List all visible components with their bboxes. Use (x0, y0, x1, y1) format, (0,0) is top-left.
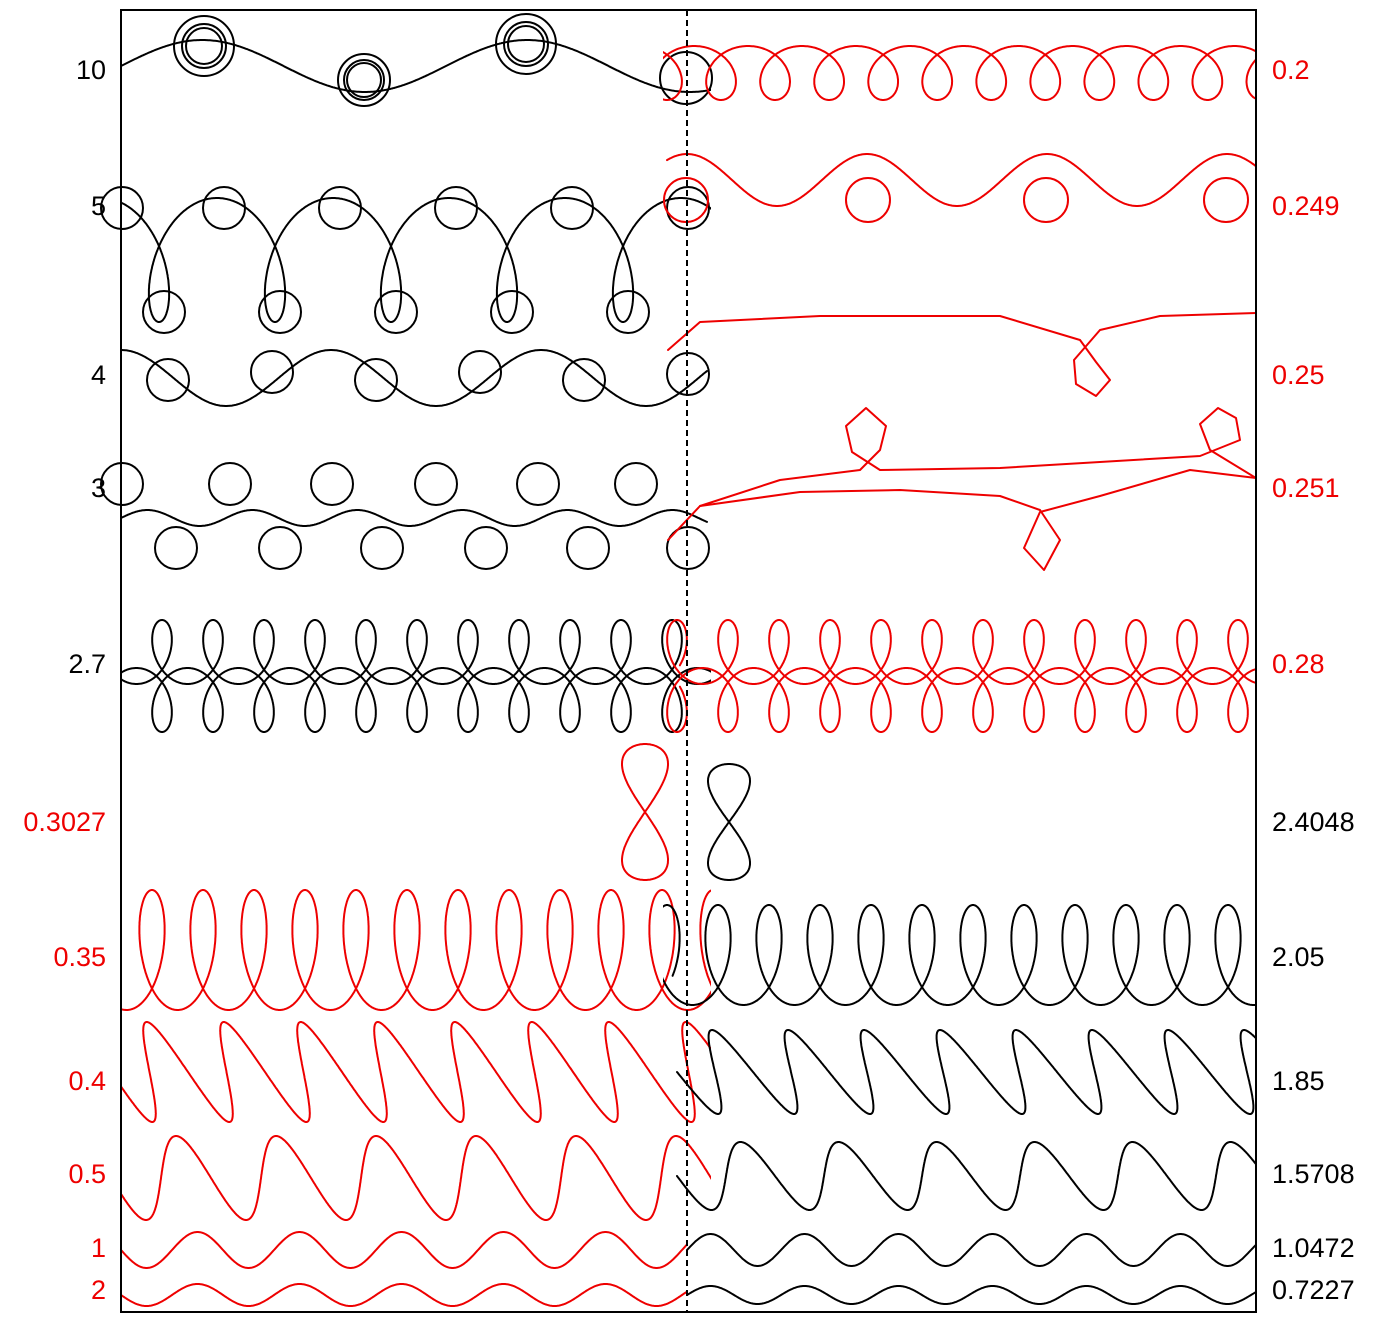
left-label-row-1: 10 (76, 55, 106, 85)
row10-left-sine (120, 1231, 688, 1269)
right-label-row-9: 1.5708 (1272, 1159, 1355, 1189)
left-label-row-11: 2 (91, 1275, 106, 1305)
row3-left-wave (121, 349, 708, 407)
row2-left-loop (490, 290, 534, 334)
right-label-row-10: 1.0472 (1272, 1233, 1355, 1263)
row11-left-sine (120, 1283, 688, 1307)
row9-right-square-wave (676, 1141, 1256, 1211)
row4-left-baseline (121, 509, 708, 527)
row4-right-upper-loops (699, 407, 1256, 507)
row11-right-sine (686, 1285, 1257, 1305)
row2-left-loop (606, 290, 650, 334)
row1-left-loop (343, 59, 385, 101)
left-label-row-7: 0.35 (53, 942, 106, 972)
left-label-row-9: 0.5 (68, 1159, 106, 1189)
right-label-row-1: 0.2 (1272, 55, 1310, 85)
left-label-row-4: 3 (91, 473, 106, 503)
row4-left-loop (414, 462, 458, 506)
row5-left-braid-upper (121, 619, 711, 685)
row7-right-bulbs (663, 904, 1256, 1006)
right-label-row-7: 2.05 (1272, 942, 1325, 972)
row1-left-loop (495, 13, 557, 75)
row2-left-loop (142, 290, 186, 334)
row2-right-arc (666, 153, 1256, 207)
row1-right-coils (663, 45, 1256, 101)
left-label-row-3: 4 (91, 360, 106, 390)
row4-left-loop (310, 462, 354, 506)
row2-left-serpentine (121, 197, 711, 323)
row1-left-loop (185, 27, 223, 65)
row2-right-loop (845, 177, 891, 223)
row4-left-loop (258, 526, 302, 570)
row1-left-loop (507, 25, 545, 63)
row2-left-loop (258, 290, 302, 334)
right-label-row-11: 0.7227 (1272, 1275, 1355, 1305)
row2-right-loop (1203, 177, 1249, 223)
row1-left-loop (173, 15, 235, 77)
right-label-row-6: 2.4048 (1272, 807, 1355, 837)
right-label-row-3: 0.25 (1272, 360, 1325, 390)
row3-left-loop (458, 350, 502, 394)
row1-left-loop (181, 23, 227, 69)
left-label-row-2: 5 (91, 191, 106, 221)
right-label-row-8: 1.85 (1272, 1066, 1325, 1096)
row3-left-loop (250, 350, 294, 394)
row2-left-loop (374, 290, 418, 334)
row7-left-bulbs (121, 889, 711, 1011)
row2-left-loop (666, 186, 710, 230)
row2-left-loop (202, 186, 246, 230)
right-label-row-2: 0.249 (1272, 191, 1340, 221)
row4-left-loop (154, 526, 198, 570)
row6-right-figure-eight (707, 763, 751, 881)
curve-layer (100, 13, 1257, 1307)
row2-left-loop (550, 186, 594, 230)
left-label-row-6: 0.3027 (23, 807, 106, 837)
row4-left-loop (360, 526, 404, 570)
left-label-row-10: 1 (91, 1233, 106, 1263)
left-label-row-8: 0.4 (68, 1066, 106, 1096)
row5-left-braid-lower (121, 667, 711, 733)
row4-left-loop (614, 462, 658, 506)
right-label-row-4: 0.251 (1272, 473, 1340, 503)
row4-right-curve (667, 469, 1256, 571)
left-label-row-5: 2.7 (68, 649, 106, 679)
row2-right-loop (1023, 177, 1069, 223)
row4-left-loop (208, 462, 252, 506)
row1-left-loop (503, 21, 549, 67)
row4-left-loop (516, 462, 560, 506)
row1-left-loop (659, 51, 713, 105)
row4-left-loop (666, 526, 710, 570)
row3-left-loop (146, 358, 190, 402)
row5-right-braid-upper (666, 619, 1256, 685)
right-label-row-5: 0.28 (1272, 649, 1325, 679)
row2-left-loop (318, 186, 362, 230)
row8-left-meander (121, 1021, 711, 1123)
row3-right-curve (667, 312, 1256, 397)
row1-left-loop (337, 53, 391, 107)
row6-left-figure-eight (621, 743, 669, 881)
row4-left-loop (464, 526, 508, 570)
row2-left-loop (434, 186, 478, 230)
row10-right-sine (686, 1233, 1257, 1267)
row3-left-loop (562, 358, 606, 402)
row8-right-meander (676, 1029, 1256, 1115)
row3-left-loop (354, 358, 398, 402)
row4-left-loop (566, 526, 610, 570)
row1-left-wave (121, 39, 711, 93)
row1-left-loop (346, 62, 382, 98)
row5-right-braid-lower (666, 667, 1256, 733)
row9-left-square-wave (121, 1135, 711, 1221)
plot-frame (120, 9, 1257, 1313)
